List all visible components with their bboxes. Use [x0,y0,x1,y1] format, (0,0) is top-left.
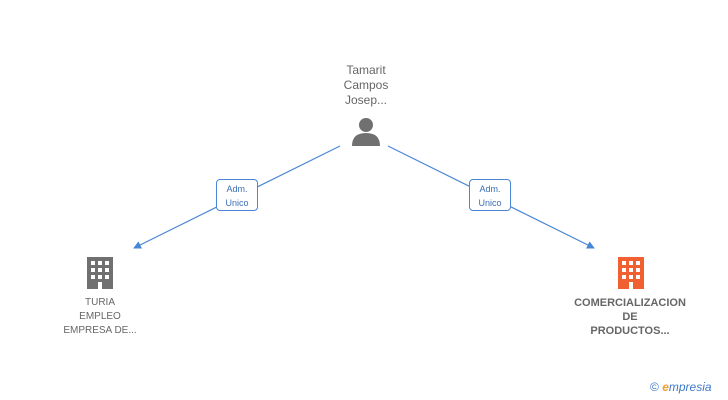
company-left-name[interactable]: TURIA EMPLEO EMPRESA DE... [63,297,137,336]
brand-initial: e [662,380,669,394]
person-name[interactable]: Tamarit Campos Josep... [343,63,389,107]
building-icon[interactable] [87,257,113,289]
edge-label-right: Adm. Unico [469,179,511,211]
edge-label-line1: Adm. [226,184,248,194]
person-icon[interactable] [352,118,380,146]
company-right-name[interactable]: COMERCIALIZACION DE PRODUCTOS... [574,297,686,337]
edge-label-line2: Unico [478,198,502,208]
empresia-watermark: © empresia [650,380,712,394]
copyright-icon: © [650,380,659,394]
brand-name: mpresia [668,380,712,394]
edge-label-line2: Unico [225,198,249,208]
edge-label-line1: Adm. [479,184,501,194]
building-icon[interactable] [618,257,644,289]
edge-label-left: Adm. Unico [216,179,258,211]
